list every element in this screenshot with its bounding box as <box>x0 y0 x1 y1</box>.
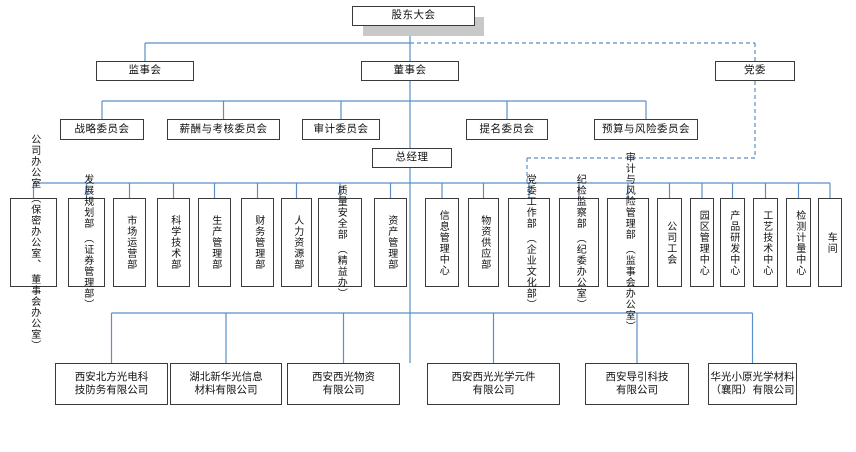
department-box: 市场运营部 <box>113 198 146 287</box>
subsidiary-box: 湖北新华光信息 材料有限公司 <box>170 363 282 405</box>
committee-box: 预算与风险委员会 <box>594 119 698 140</box>
department-box-label: 公司工会 <box>664 220 676 265</box>
party-committee-box: 党委 <box>715 61 795 81</box>
department-box: 公司办公室 （保密办公室、 董事会办公室） <box>10 134 57 351</box>
committee-box-label: 预算与风险委员会 <box>602 122 690 135</box>
general-manager-box: 总经理 <box>372 148 452 168</box>
committee-box-label: 提名委员会 <box>479 122 535 135</box>
department-box: 工艺技术中心 <box>753 198 778 287</box>
department-box-label: 人力资源部 <box>291 215 303 270</box>
department-box-label: 工艺技术中心 <box>760 209 772 276</box>
department-box: 信息管理中心 <box>425 198 459 287</box>
committee-box-label: 薪酬与考核委员会 <box>179 122 268 135</box>
committee-box-label: 战略委员会 <box>74 122 130 135</box>
committee-box: 提名委员会 <box>466 119 548 140</box>
department-box: 园区管理中心 <box>690 198 714 287</box>
committee-box-label: 审计委员会 <box>313 122 369 135</box>
department-box: 审计与风险管理部 （监事会办公室） <box>607 152 649 333</box>
department-box-label: 检测计量中心 <box>793 209 805 276</box>
department-box: 纪检监察部 （纪委办公室） <box>559 174 599 311</box>
department-box-label: 产品研发中心 <box>727 209 739 276</box>
department-box-label: 发展规划部 （证券管理部） <box>81 174 93 311</box>
committee-box: 审计委员会 <box>302 119 380 140</box>
subsidiary-box: 西安西光光学元件 有限公司 <box>427 363 560 405</box>
department-box-label: 生产管理部 <box>209 215 221 270</box>
department-box: 党委工作部 （企业文化部） <box>508 174 550 311</box>
committee-box: 战略委员会 <box>60 119 144 140</box>
department-box: 人力资源部 <box>281 198 312 287</box>
root-shareholders-meeting: 股东大会 <box>352 6 475 26</box>
department-box: 车间 <box>818 198 842 287</box>
department-box-label: 财务管理部 <box>252 215 264 270</box>
subsidiary-box: 西安西光物资 有限公司 <box>287 363 400 405</box>
subsidiary-box-label: 西安西光物资 有限公司 <box>312 370 375 396</box>
department-box-label: 科学技术部 <box>168 215 180 270</box>
subsidiary-box: 西安导引科技 有限公司 <box>585 363 689 405</box>
department-box: 生产管理部 <box>198 198 231 287</box>
subsidiary-box-label: 西安北方光电科 技防务有限公司 <box>74 370 149 396</box>
department-box: 发展规划部 （证券管理部） <box>68 174 105 311</box>
subsidiary-box: 西安北方光电科 技防务有限公司 <box>55 363 168 405</box>
subsidiary-box: 华光小原光学材料 （襄阳）有限公司 <box>708 363 797 405</box>
subsidiary-box-label: 湖北新华光信息 材料有限公司 <box>189 370 263 396</box>
department-box: 财务管理部 <box>241 198 274 287</box>
board-of-directors-box: 董事会 <box>361 61 459 81</box>
department-box: 科学技术部 <box>157 198 190 287</box>
department-box-label: 党委工作部 （企业文化部） <box>524 174 536 311</box>
department-box-label: 信息管理中心 <box>437 209 449 276</box>
department-box: 质量安全部 （精益办） <box>318 185 362 300</box>
department-box: 产品研发中心 <box>720 198 745 287</box>
department-box-label: 质量安全部 （精益办） <box>335 185 347 300</box>
subsidiary-box-label: 华光小原光学材料 （襄阳）有限公司 <box>710 370 795 396</box>
department-box-label: 审计与风险管理部 （监事会办公室） <box>623 152 635 333</box>
department-box: 检测计量中心 <box>786 198 811 287</box>
department-box-label: 市场运营部 <box>124 215 136 270</box>
department-box-label: 车间 <box>825 231 837 254</box>
department-box: 公司工会 <box>657 198 682 287</box>
subsidiary-box-label: 西安导引科技 有限公司 <box>605 370 669 396</box>
department-box: 资产管理部 <box>374 198 407 287</box>
department-box-label: 园区管理中心 <box>697 209 709 276</box>
supervisory-board-box: 监事会 <box>96 61 194 81</box>
department-box-label: 公司办公室 （保密办公室、 董事会办公室） <box>28 133 40 352</box>
department-box-label: 纪检监察部 （纪委办公室） <box>574 174 586 311</box>
department-box: 物资供应部 <box>468 198 499 287</box>
subsidiary-box-label: 西安西光光学元件 有限公司 <box>451 370 536 396</box>
department-box-label: 物资供应部 <box>478 215 490 270</box>
committee-box: 薪酬与考核委员会 <box>167 119 280 140</box>
department-box-label: 资产管理部 <box>385 215 397 270</box>
